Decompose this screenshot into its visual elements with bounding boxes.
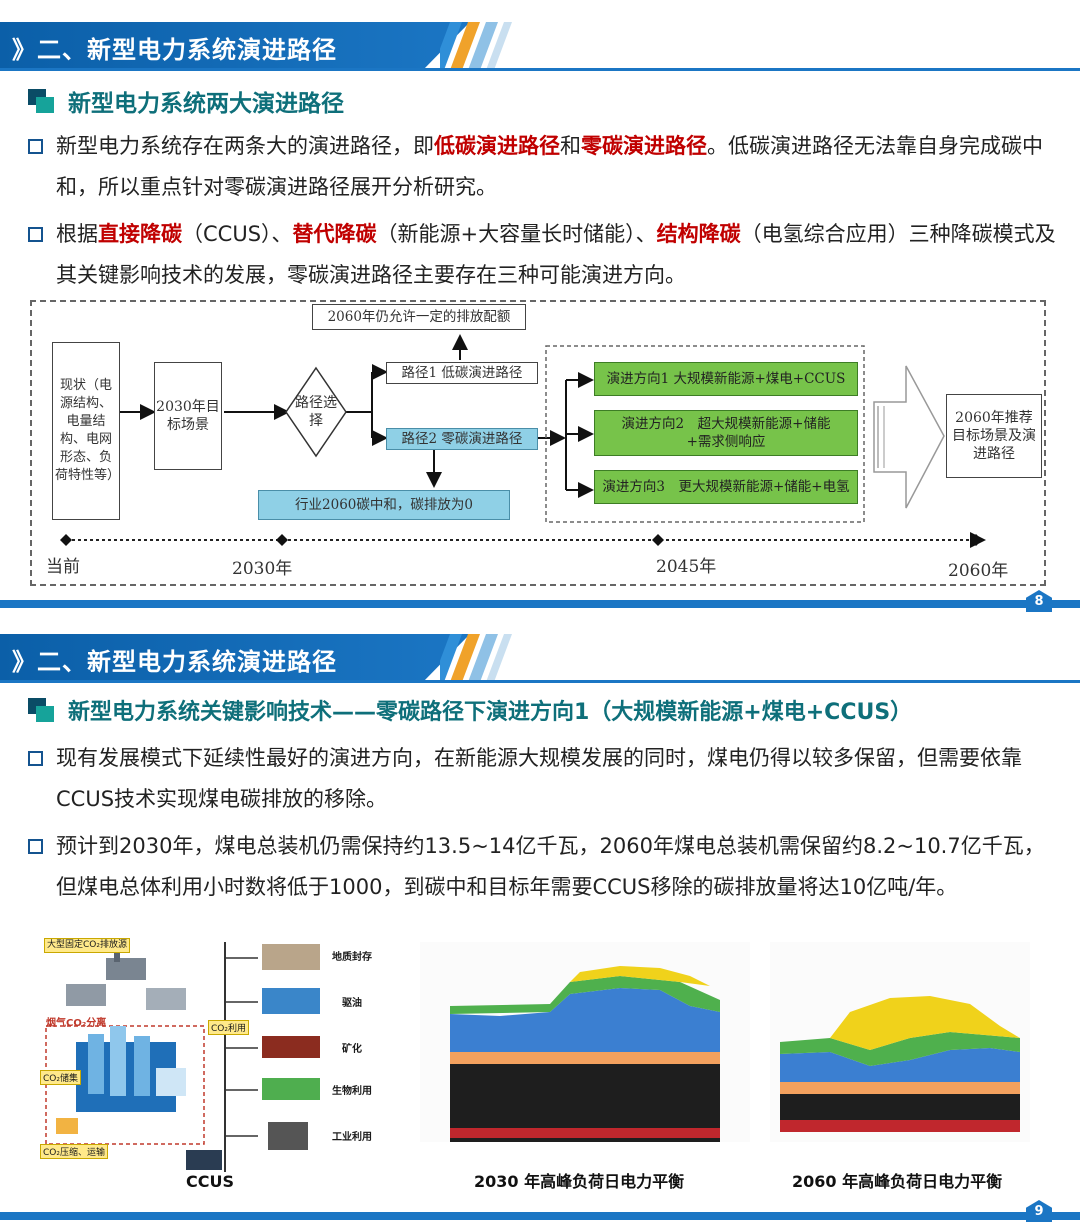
path1-low-carbon-box: 路径1 低碳演进路径 (386, 362, 538, 384)
chart-2060-image (770, 942, 1030, 1142)
slide-1: 》二、新型电力系统演进路径 新型电力系统两大演进路径 新型电力系统存在两条大的演… (0, 0, 1080, 612)
ccus-use-bio: 生物利用 (332, 1086, 372, 1097)
bullet-paragraph-1: 现有发展模式下延续性最好的演进方向，在新能源大规模发展的同时，煤电仍得以较多保留… (28, 738, 1058, 820)
ccus-label-transport: CO₂压缩、运输 (40, 1144, 108, 1159)
subhead-square-icon (28, 89, 54, 113)
diagram-arrows (60, 334, 986, 548)
ccus-label-capture: 烟气CO₂分离 (46, 1018, 107, 1029)
chart-2030-image (420, 942, 750, 1142)
timeline-label-2030: 2030年 (232, 559, 293, 579)
evolution-path-diagram: 现状（电源结构、电量结构、电网形态、负荷特性等） 2030年目标场景 路径选择 … (30, 300, 1046, 586)
banner-stripes-decoration (440, 22, 512, 70)
bullet-square-icon (28, 227, 43, 242)
final-2060-box: 2060年推荐目标场景及演进路径 (946, 394, 1042, 478)
power-balance-chart-2060 (770, 942, 1030, 1142)
industry-neutral-note-box: 行业2060碳中和，碳排放为0 (258, 490, 510, 520)
banner-stripes-decoration (440, 634, 512, 682)
direction-2-box: 演进方向2 超大规模新能源+储能+需求侧响应 (594, 410, 858, 456)
page-number: 9 (1026, 1200, 1052, 1222)
ccus-label-source: 大型固定CO₂排放源 (44, 938, 130, 953)
slide-2: 》二、新型电力系统演进路径 新型电力系统关键影响技术——零碳路径下演进方向1（大… (0, 612, 1080, 1222)
ccus-illustration (45, 942, 320, 1172)
path-choice-diamond: 路径选择 (295, 395, 337, 429)
ccus-use-mineral: 矿化 (342, 1044, 362, 1055)
power-balance-chart-2030 (420, 942, 750, 1142)
banner-title: 》二、新型电力系统演进路径 (12, 36, 337, 64)
path2-zero-carbon-box: 路径2 零碳演进路径 (386, 428, 538, 450)
timeline-label-2060: 2060年 (948, 561, 1009, 581)
section-subhead: 新型电力系统关键影响技术——零碳路径下演进方向1（大规模新能源+煤电+CCUS） (28, 694, 912, 726)
bullet-paragraph-2: 预计到2030年，煤电总装机仍需保持约13.5~14亿千瓦，2060年煤电总装机… (28, 826, 1058, 908)
ccus-label-store: CO₂储集 (40, 1070, 81, 1085)
bullet-paragraph-2: 根据直接降碳（CCUS）、替代降碳（新能源+大容量长时储能）、结构降碳（电氢综合… (28, 214, 1058, 296)
chart-2060-caption: 2060 年高峰负荷日电力平衡 (792, 1172, 1003, 1191)
page-number: 8 (1026, 590, 1052, 612)
bullet-square-icon (28, 139, 43, 154)
subhead-square-icon (28, 698, 54, 722)
bullet-paragraph-1: 新型电力系统存在两条大的演进路径，即低碳演进路径和零碳演进路径。低碳演进路径无法… (28, 126, 1058, 208)
ccus-caption: CCUS (186, 1172, 234, 1191)
ccus-label-use: CO₂利用 (208, 1020, 249, 1035)
timeline-label-now: 当前 (46, 557, 80, 577)
direction-3-box: 演进方向3 更大规模新能源+储能+电氢 (594, 470, 858, 504)
ccus-use-oil: 驱油 (342, 998, 362, 1009)
direction-1-box: 演进方向1 大规模新能源+煤电+CCUS (594, 362, 858, 396)
bullet-square-icon (28, 751, 43, 766)
ccus-process-figure: 大型固定CO₂排放源 烟气CO₂分离 CO₂利用 CO₂储集 CO₂压缩、运输 … (36, 938, 396, 1198)
ccus-use-industrial: 工业利用 (332, 1132, 372, 1143)
ccus-use-geological: 地质封存 (332, 952, 372, 963)
chart-2030-caption: 2030 年高峰负荷日电力平衡 (474, 1172, 685, 1191)
timeline-label-2045: 2045年 (656, 557, 717, 577)
section-banner: 》二、新型电力系统演进路径 (0, 22, 540, 70)
target-2030-box: 2030年目标场景 (154, 362, 222, 470)
current-state-box: 现状（电源结构、电量结构、电网形态、负荷特性等） (52, 342, 120, 520)
banner-title: 》二、新型电力系统演进路径 (12, 648, 337, 676)
bullet-square-icon (28, 839, 43, 854)
section-banner: 》二、新型电力系统演进路径 (0, 634, 540, 682)
section-subhead: 新型电力系统两大演进路径 (28, 84, 344, 118)
quota-note-box: 2060年仍允许一定的排放配额 (312, 304, 526, 330)
